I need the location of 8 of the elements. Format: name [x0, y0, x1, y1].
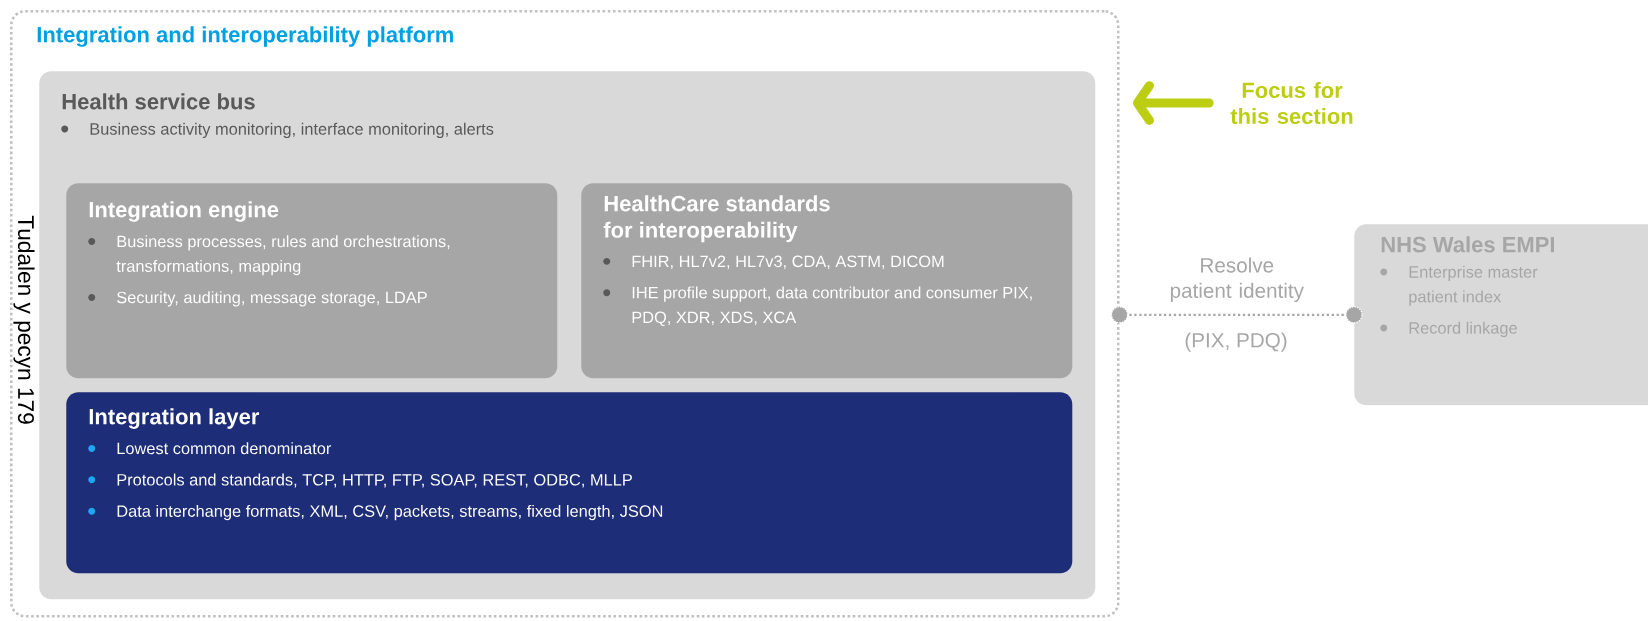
- standards-panel: HealthCare standards for interoperability FHIR, HL7v2, HL7v3, CDA, ASTM, DICOM IHE profile support, data contributor and consumer PIX, PDQ, XDR, XDS, XCA: [581, 183, 1073, 379]
- connector-line: [1110, 306, 1363, 324]
- engine-panel: Integration engine Business processes, rules and orchestrations, transformations, mapping Security, auditing, message storage, LDAP: [66, 183, 558, 379]
- protocol-note: (PIX, PDQ): [1185, 332, 1287, 352]
- page-number: Tudalen y pecyn 179: [13, 215, 35, 424]
- layer-panel: Integration layer Lowest common denominator Protocols and standards, TCP, HTTP, FTP, SOAP, REST, ODBC, MLLP Data interchange formats, XML, CSV, packets, streams, fixed length, JSON: [66, 392, 1073, 574]
- edge-label: Resolve patient identity: [1170, 257, 1304, 303]
- callout-text: Focus for this section: [1230, 81, 1353, 125]
